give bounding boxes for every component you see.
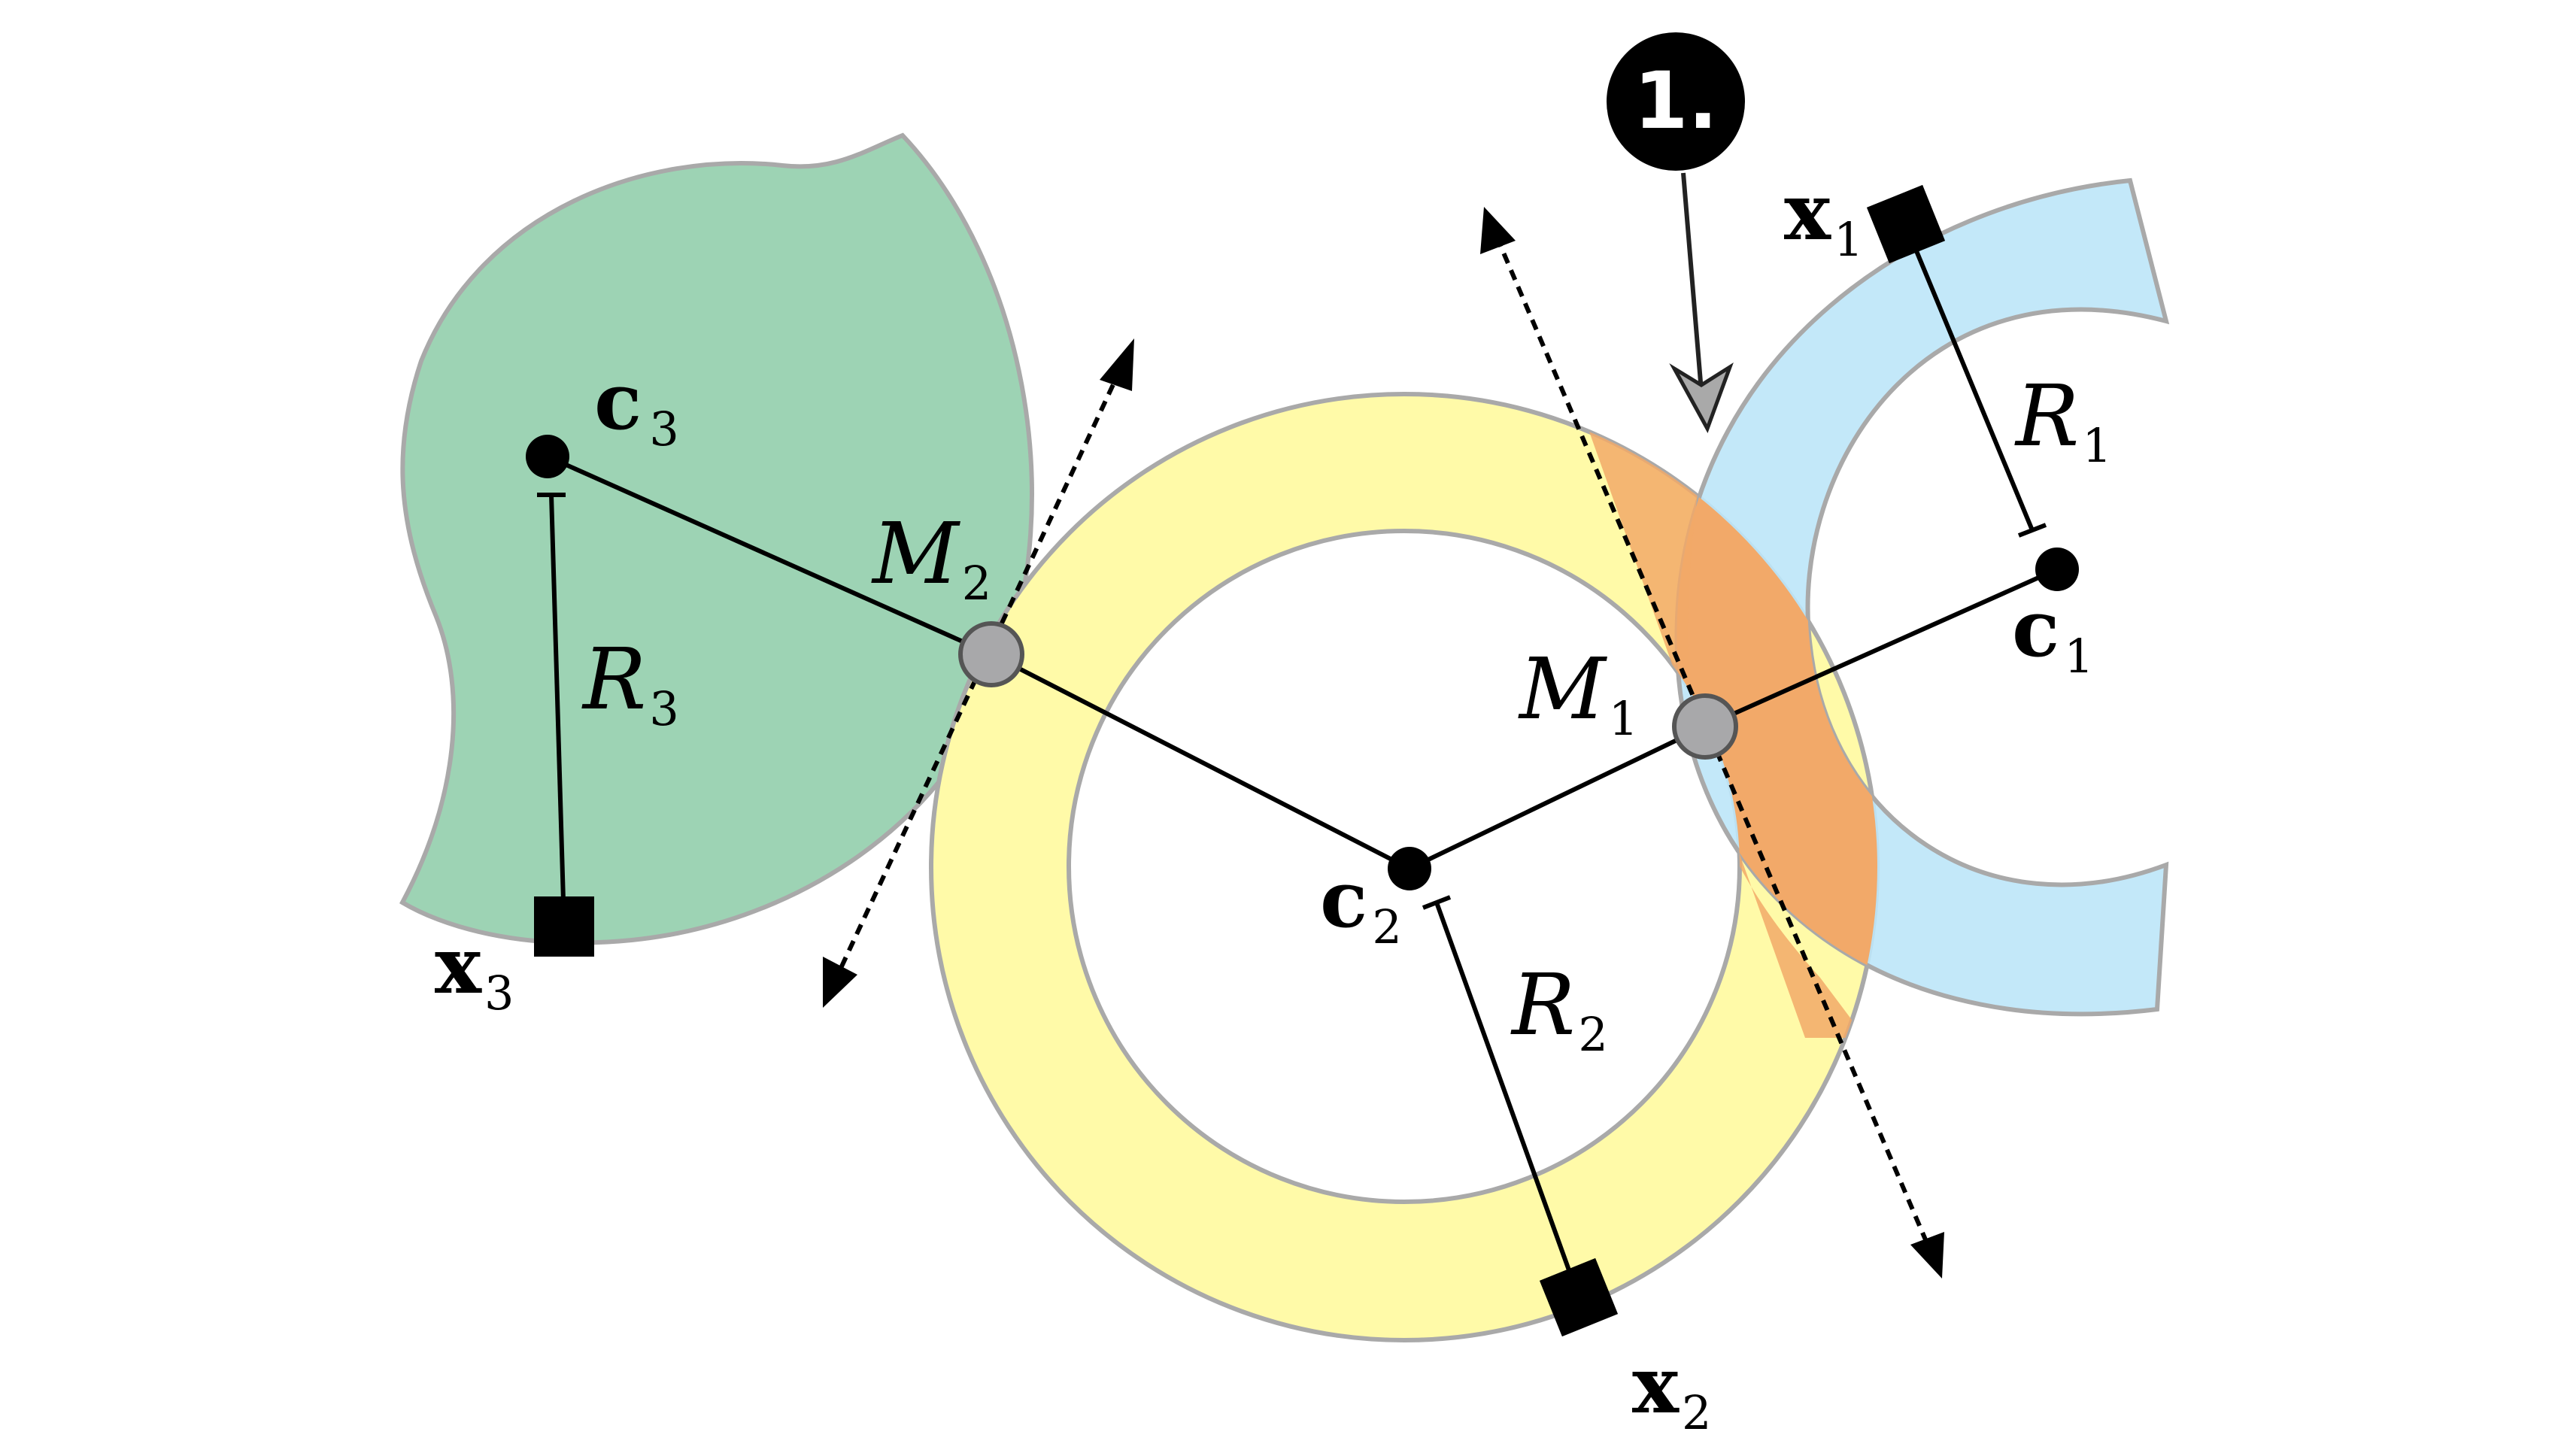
label-c1: c1	[2012, 582, 2094, 684]
label-r3: R3	[581, 631, 679, 736]
label-m2: M2	[871, 505, 991, 611]
center-point-c1	[2035, 548, 2079, 591]
line-c3-m2	[546, 454, 993, 657]
label-r1: R1	[2014, 368, 2112, 473]
radius-line-1-tick	[2017, 523, 2047, 538]
label-m1: M1	[1518, 641, 1638, 746]
tangent-line-m2	[823, 338, 1134, 1008]
overlap-wedge	[1585, 421, 1865, 1038]
marker-x3	[534, 896, 594, 957]
center-point-c3	[526, 435, 569, 478]
radius-line-3	[549, 494, 566, 927]
midpoint-m1	[1672, 693, 1738, 760]
step-badge: 1.	[1607, 32, 1745, 171]
overlap-region	[1677, 394, 1877, 1015]
connector-lines	[546, 454, 2059, 871]
label-c2: c2	[1320, 853, 1402, 954]
line-m2-c2	[990, 652, 1411, 871]
radius-line-1	[1904, 224, 2035, 532]
line-m1-c1	[1704, 567, 2059, 729]
label-x3: x3	[435, 919, 514, 1021]
label-x1: x1	[1784, 165, 1863, 267]
marker-x1	[1866, 184, 1946, 264]
label-r2: R2	[1510, 957, 1608, 1062]
midpoint-m2	[958, 621, 1024, 687]
arrowhead-up-m1	[1480, 207, 1516, 254]
marker-x2	[1539, 1257, 1619, 1337]
label-x2: x2	[1632, 1339, 1711, 1440]
radius-line-2-tick	[1422, 895, 1452, 910]
callout-arrow	[1669, 172, 1734, 434]
arrowhead-down-m1	[1910, 1232, 1944, 1279]
radius-lines	[537, 224, 2047, 1299]
arrowhead-down-m2	[823, 957, 857, 1008]
radius-line-2	[1434, 901, 1581, 1299]
center-point-c2	[1388, 847, 1431, 890]
step-badge-label: 1.	[1634, 55, 1718, 147]
line-c2-m1	[1408, 724, 1707, 871]
arrowhead-up-m2	[1100, 338, 1134, 391]
